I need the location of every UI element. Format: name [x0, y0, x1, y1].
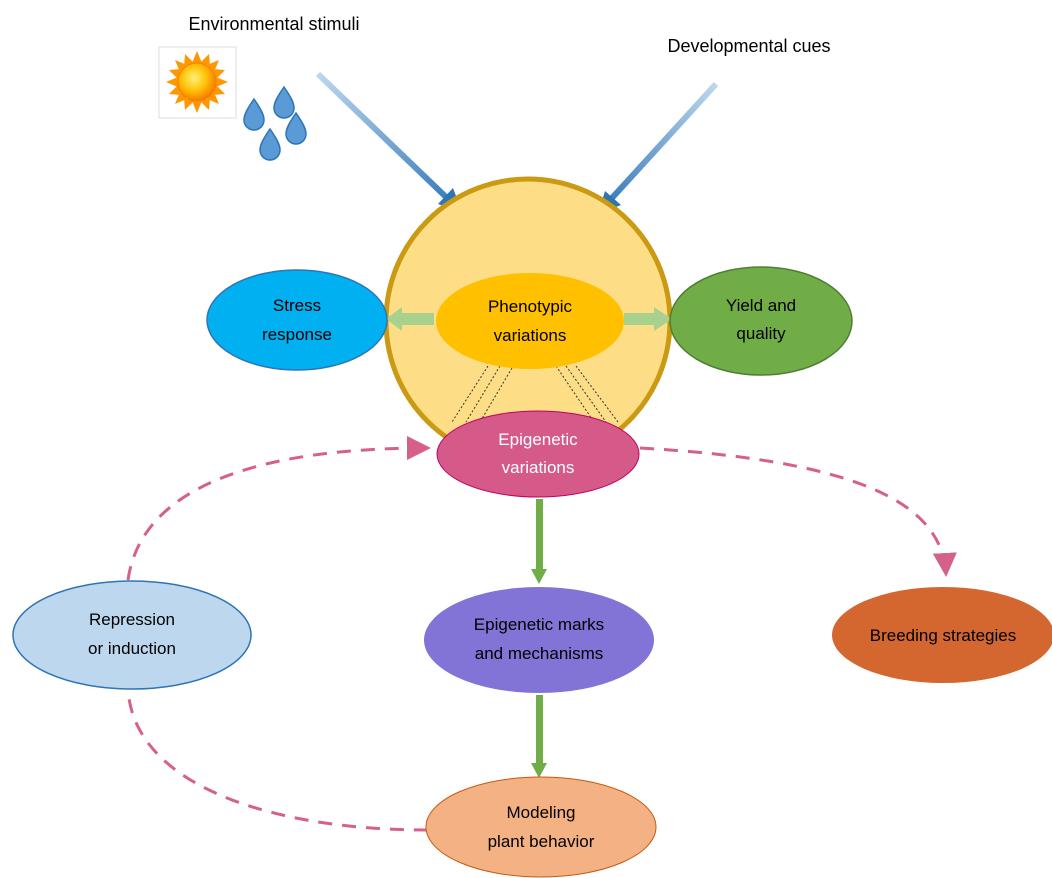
phenotypic-line2: variations: [494, 326, 567, 345]
epigenetic-line2: variations: [502, 458, 575, 477]
epigenetic-variations-node: Epigenetic variations: [436, 410, 640, 498]
repression-line1: Repression: [89, 610, 175, 629]
arrow-to-stress: [386, 307, 434, 331]
arrow-to-marks: [531, 499, 547, 584]
stress-response-line2: response: [262, 325, 332, 344]
connector-lines: [451, 365, 619, 423]
breeding-line1: Breeding strategies: [870, 626, 1016, 645]
water-drops-icon: [243, 85, 307, 161]
dashed-link-modeling-repression: [126, 687, 429, 832]
modeling-line2: plant behavior: [488, 832, 595, 851]
stress-response-line1: Stress: [273, 296, 321, 315]
modeling-line1: Modeling: [507, 803, 576, 822]
developmental-arrow: [598, 81, 719, 214]
phenotypic-line1: Phenotypic: [488, 297, 573, 316]
arrow-to-yield: [624, 307, 672, 331]
environmental-stimuli-label: Environmental stimuli: [188, 14, 359, 34]
marks-line1: Epigenetic marks: [474, 615, 604, 634]
phenotypic-variations-node: Phenotypic variations: [436, 273, 624, 369]
repression-induction-node: Repression or induction: [12, 580, 252, 690]
dashed-arrow-to-epigenetic: [126, 436, 431, 581]
developmental-cues-label: Developmental cues: [667, 36, 830, 56]
yield-line2: quality: [736, 324, 786, 343]
yield-line1: Yield and: [726, 296, 796, 315]
yield-quality-node: Yield and quality: [669, 266, 853, 376]
stress-response-node: Stress response: [206, 269, 388, 371]
arrow-to-modeling: [531, 695, 547, 778]
breeding-strategies-node: Breeding strategies: [832, 587, 1052, 683]
environmental-arrow: [315, 71, 462, 212]
epigenetic-marks-node: Epigenetic marks and mechanisms: [424, 587, 654, 693]
modeling-plant-behavior-node: Modeling plant behavior: [425, 776, 657, 878]
sun-icon: [158, 46, 237, 119]
dashed-arrow-to-breeding: [639, 446, 957, 577]
marks-line2: and mechanisms: [475, 644, 604, 663]
repression-line2: or induction: [88, 639, 176, 658]
epigenetic-line1: Epigenetic: [498, 430, 578, 449]
